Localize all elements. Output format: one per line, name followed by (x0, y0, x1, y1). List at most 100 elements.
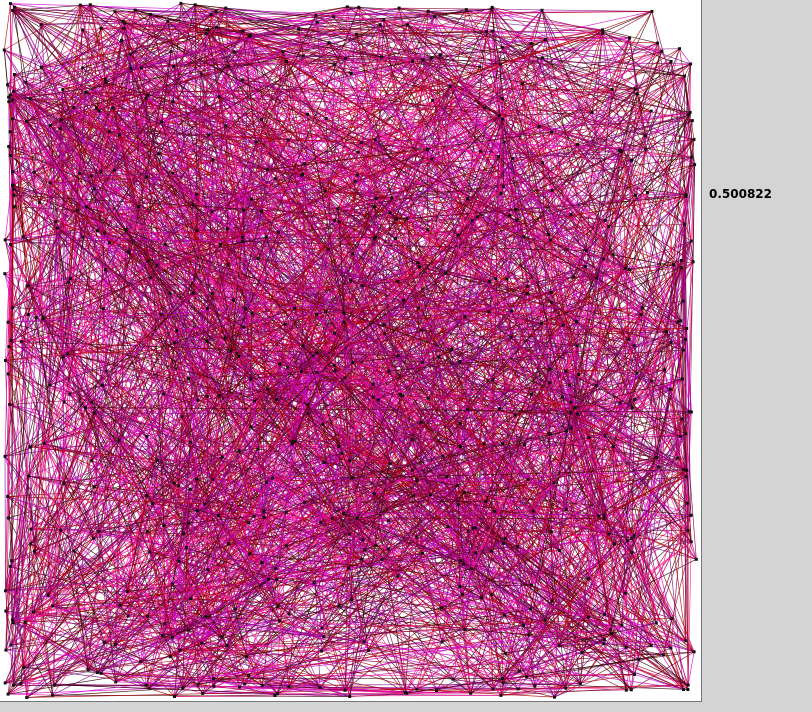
graph-edge (307, 114, 336, 221)
graph-edge (620, 75, 685, 152)
graph-edge (670, 476, 687, 649)
graph-edge (492, 379, 633, 553)
graph-edge (403, 299, 516, 416)
graph-edge (389, 463, 532, 586)
graph-edge (542, 57, 646, 150)
graph-edge (30, 543, 175, 697)
graph-edge (102, 384, 120, 441)
graph-edge (613, 445, 659, 468)
graph-edge (176, 311, 326, 331)
graph-edge (518, 688, 555, 698)
graph-edge (26, 285, 44, 319)
graph-edge (460, 339, 686, 362)
graph-edge (186, 546, 443, 643)
graph-edge (358, 6, 638, 95)
graph-edge (112, 67, 142, 109)
graph-drawing (2, 1, 698, 699)
graph-edge (10, 566, 14, 686)
graph-edge (304, 463, 391, 503)
graph-edge (334, 64, 377, 199)
graph-edge (103, 485, 179, 643)
graph-edge (261, 482, 555, 686)
graph-edge (356, 175, 399, 282)
graph-edge (98, 110, 304, 347)
graph-edge (12, 118, 173, 174)
graph-edge (8, 101, 44, 319)
graph-edge (13, 91, 243, 238)
graph-edge (12, 619, 53, 696)
graph-edge (13, 206, 35, 552)
graph-edge (163, 525, 215, 687)
graph-edge (502, 118, 692, 242)
graph-edge (282, 51, 609, 228)
graph-edge (30, 277, 597, 448)
graph-edge (42, 318, 180, 562)
graph-edge (542, 57, 694, 263)
graph-edge (420, 422, 472, 569)
graph-edge (422, 501, 486, 554)
graph-edge (62, 89, 369, 651)
graph-edge (628, 196, 687, 340)
graph-edge (573, 89, 613, 278)
graph-edge (97, 229, 127, 231)
graph-edge (541, 10, 672, 343)
graph-edge (611, 89, 695, 165)
graph-edge (467, 409, 578, 415)
graph-edge (528, 616, 589, 636)
graph-edge (491, 8, 662, 52)
graph-edge (250, 378, 374, 385)
graph-edge (243, 190, 326, 211)
graph-edge (93, 412, 100, 532)
graph-canvas[interactable] (0, 0, 702, 702)
graph-edge (5, 496, 9, 591)
graph-edge (8, 346, 92, 462)
graph-edge (135, 9, 335, 66)
graph-edge (427, 11, 578, 322)
graph-edge (79, 79, 106, 174)
graph-edge (421, 421, 658, 458)
graph-edge (50, 125, 403, 397)
graph-edge (192, 46, 503, 206)
graph-edge (227, 198, 252, 265)
graph-edge (395, 39, 546, 239)
graph-edge (503, 186, 674, 265)
graph-edge (324, 11, 429, 192)
graph-edge (172, 583, 228, 646)
graph-edge (328, 10, 543, 250)
graph-edge (399, 7, 492, 10)
graph-edge (208, 134, 362, 144)
graph-edge (124, 22, 422, 423)
graph-edge (631, 552, 652, 646)
graph-edge (350, 280, 443, 642)
graph-edge (566, 407, 633, 432)
graph-edge (12, 622, 150, 689)
graph-edge (347, 6, 501, 65)
graph-edge (12, 118, 223, 458)
graph-edge (303, 55, 322, 652)
graph-edge (375, 545, 684, 690)
graph-edge (173, 16, 435, 67)
graph-edge (274, 10, 429, 179)
graph-edge (466, 9, 501, 65)
graph-edge (613, 446, 688, 504)
graph-edge (275, 174, 303, 179)
graph-edge (412, 423, 461, 471)
graph-edge (73, 107, 243, 238)
graph-edge (12, 67, 142, 186)
graph-edge (27, 278, 71, 287)
graph-edge (554, 614, 605, 698)
graph-edge (349, 333, 385, 535)
graph-edge (201, 37, 630, 644)
graph-edge (372, 384, 458, 486)
graph-edge (286, 460, 350, 547)
graph-edge (421, 328, 687, 331)
graph-edge (446, 379, 494, 477)
graph-edge (381, 31, 487, 58)
graph-edge (470, 616, 589, 694)
graph-edge (328, 42, 494, 381)
graph-edge (243, 175, 303, 328)
graph-edge (416, 641, 443, 690)
graph-edge (249, 511, 265, 554)
graph-edge (349, 688, 519, 697)
graph-edge (279, 363, 324, 425)
